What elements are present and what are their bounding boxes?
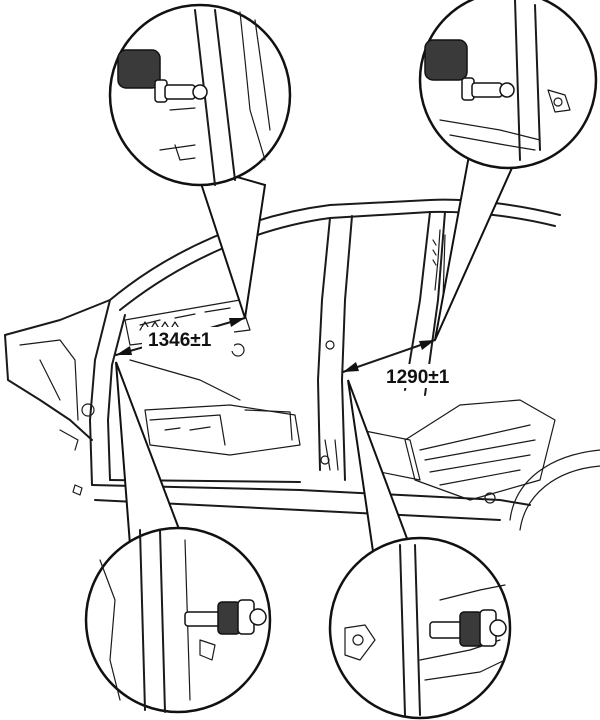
detail-circle-bottom-left bbox=[84, 526, 272, 714]
fastener-bolt-icon bbox=[117, 49, 208, 103]
dimension-line-rear bbox=[342, 339, 436, 373]
car-body-side-frame bbox=[4, 198, 600, 531]
callout-cone-top-right bbox=[434, 149, 522, 341]
callout-cone-bottom-right bbox=[347, 379, 417, 567]
fastener-bolt-icon bbox=[429, 609, 507, 647]
callout-cone-bottom-left bbox=[115, 361, 187, 546]
dimension-label-front: 1346±1 bbox=[148, 330, 212, 351]
fastener-bolt-icon bbox=[424, 39, 515, 101]
detail-circle-top-left bbox=[108, 3, 292, 187]
fastener-bolt-icon bbox=[184, 599, 267, 635]
dimension-label-rear: 1290±1 bbox=[386, 367, 450, 388]
detail-circle-bottom-right bbox=[328, 536, 512, 720]
detail-circle-top-right bbox=[418, 0, 598, 170]
